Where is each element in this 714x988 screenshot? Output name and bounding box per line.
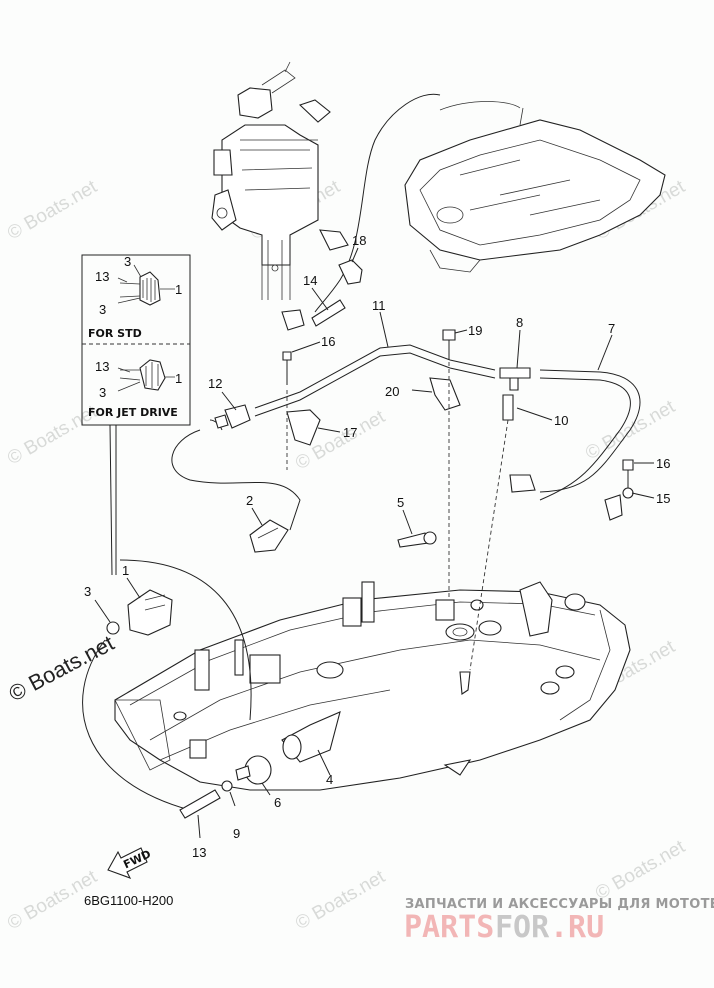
- inset-box: 3 13 3 1 FOR STD 13 3 1 FOR JET DRIVE: [81, 254, 191, 576]
- promo-banner: ЗАПЧАСТИ И АКСЕССУАРЫ ДЛЯ МОТОТЕХНИКИ PA…: [404, 897, 714, 945]
- diagram-code: 6BG1100-H200: [84, 893, 173, 908]
- callout-14: 14: [303, 273, 317, 288]
- callout-8: 8: [516, 315, 523, 330]
- watermark: © Boats.net: [4, 176, 101, 244]
- callout-18: 19: [468, 323, 482, 338]
- promo-brand-parts: PARTS: [404, 910, 494, 945]
- callout-9: 9: [233, 826, 240, 841]
- callout-2: 2: [246, 493, 253, 508]
- promo-brand-ru: .RU: [550, 910, 604, 945]
- watermark: © Boats.net: [592, 836, 689, 904]
- callout-11: 11: [372, 298, 386, 313]
- callout-20: 20: [385, 384, 399, 399]
- watermark-dark: © Boats.net: [5, 630, 119, 706]
- callout-15: 15: [656, 491, 670, 506]
- callout-1: 1: [122, 563, 129, 578]
- watermark: © Boats.net: [292, 866, 389, 934]
- inset-callout-1-jet: 1: [175, 371, 182, 386]
- callouts: 18 14 11 19 8 7 16 12 20 10 17 16 15 2 5…: [84, 233, 670, 860]
- fwd-arrow-icon: FWD: [107, 847, 153, 879]
- callout-12: 12: [208, 376, 222, 391]
- watermark: © Boats.net: [4, 401, 101, 469]
- inset-callout-3-jet: 3: [99, 385, 106, 400]
- hoses: [82, 344, 641, 811]
- oil-pan: [314, 93, 666, 313]
- leader-lines: [94, 247, 655, 839]
- small-parts: [106, 259, 634, 819]
- watermarks: © Boats.net © Boats.net © Boats.net © Bo…: [4, 176, 689, 934]
- callout-5: 5: [397, 495, 404, 510]
- bottom-cowling: [114, 581, 631, 791]
- inset-callout-3: 3: [124, 254, 131, 269]
- engine-block: [211, 61, 349, 331]
- inset-callout-1: 1: [175, 282, 182, 297]
- callout-19: 18: [352, 233, 366, 248]
- promo-brand-for: FOR: [495, 910, 550, 945]
- callout-17: 17: [343, 425, 357, 440]
- callout-16-top: 16: [321, 334, 335, 349]
- callout-3: 3: [84, 584, 91, 599]
- callout-16-right: 16: [656, 456, 670, 471]
- for-std-label: FOR STD: [88, 327, 142, 340]
- callout-13: 13: [192, 845, 206, 860]
- callout-6: 6: [274, 795, 281, 810]
- callout-10: 10: [554, 413, 568, 428]
- promo-tagline: ЗАПЧАСТИ И АКСЕССУАРЫ ДЛЯ МОТОТЕХНИКИ: [405, 897, 714, 912]
- for-jet-drive-label: FOR JET DRIVE: [88, 406, 178, 419]
- callout-4: 4: [326, 772, 333, 787]
- callout-7: 7: [608, 321, 615, 336]
- inset-callout-13: 13: [95, 269, 109, 284]
- inset-callout-3b: 3: [99, 302, 106, 317]
- inset-callout-13-jet: 13: [95, 359, 109, 374]
